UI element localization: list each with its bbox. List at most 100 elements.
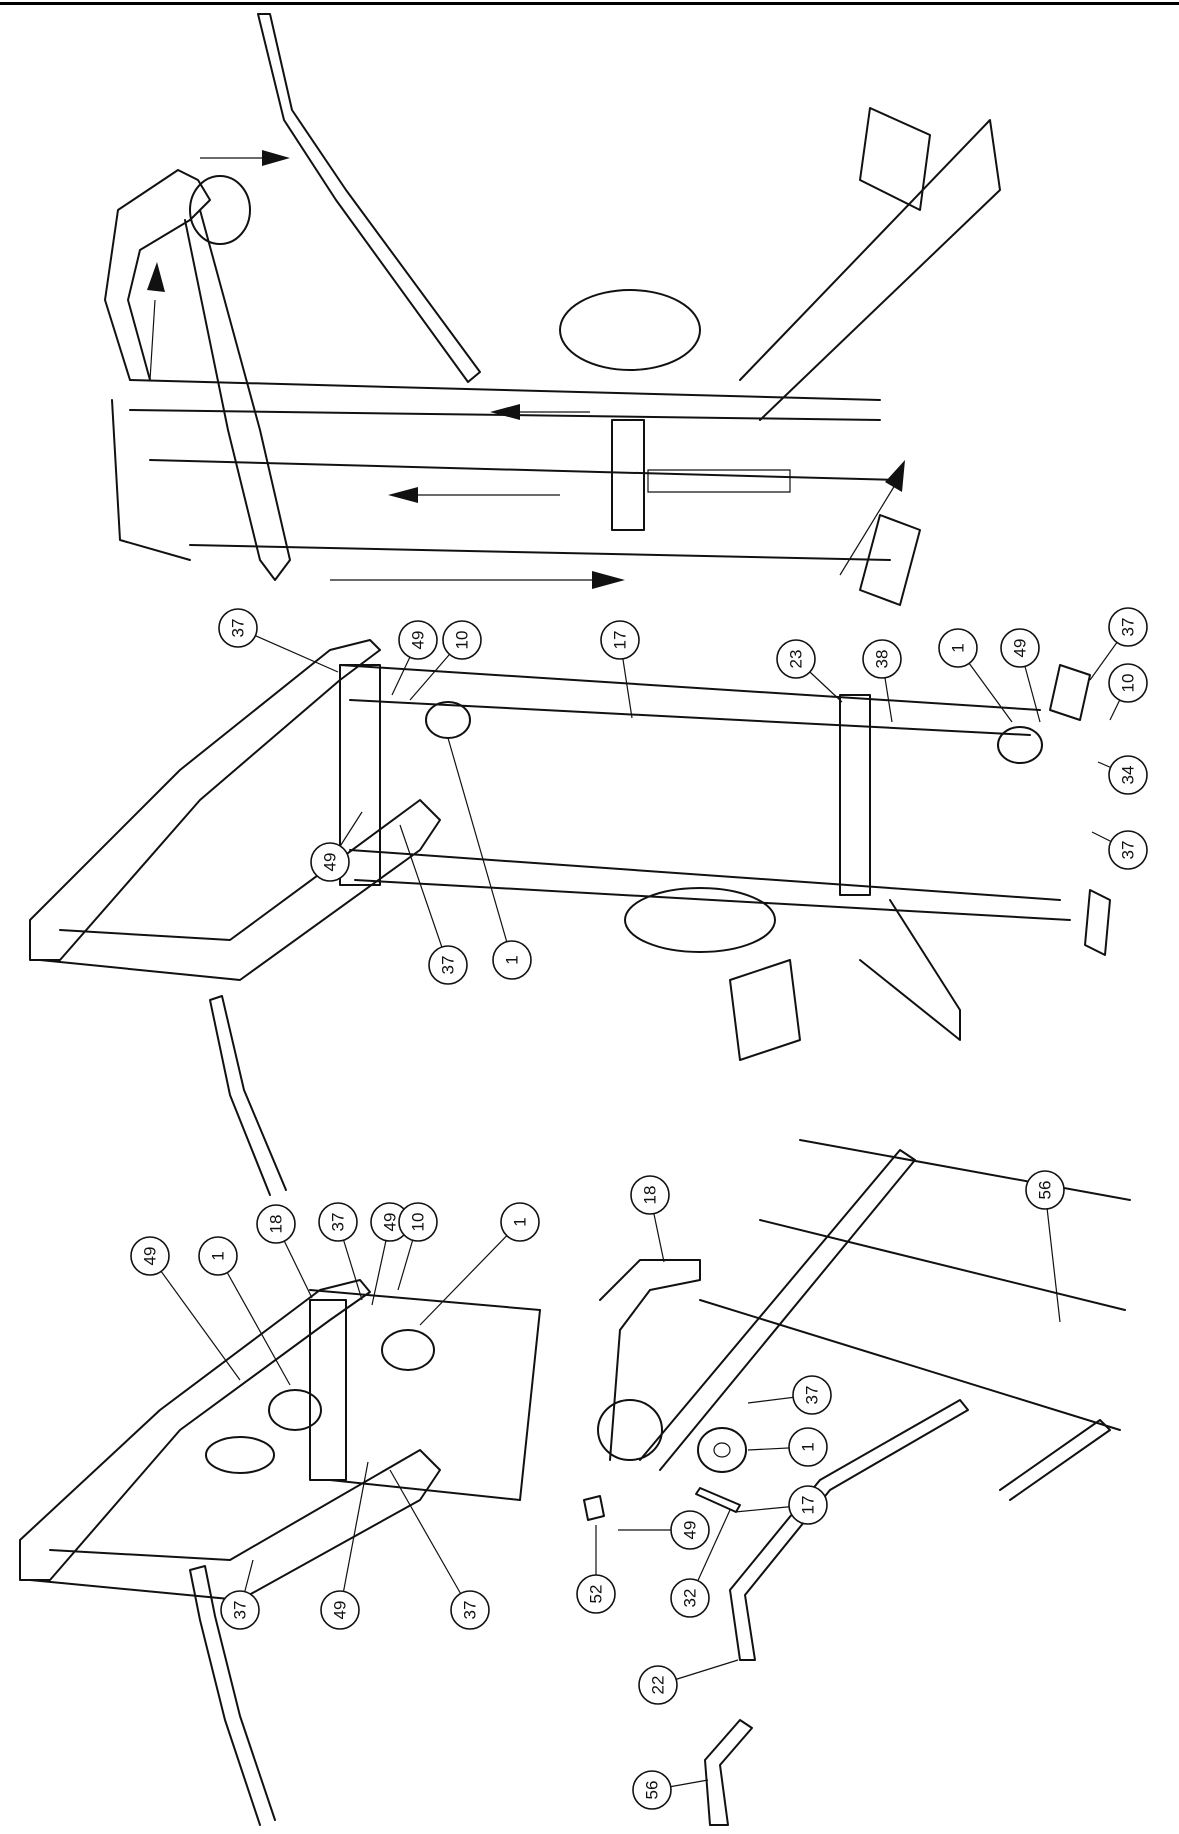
frame2-bottom-rail bbox=[354, 879, 1071, 921]
carriage-block bbox=[611, 419, 645, 531]
callout-bubble bbox=[670, 1578, 710, 1618]
frame3-pulley-plate bbox=[205, 1436, 275, 1474]
top-pulley-plate bbox=[189, 175, 251, 245]
callout-bubble bbox=[788, 1485, 828, 1525]
view-rear-frame-detail bbox=[19, 1279, 541, 1826]
rail-lower bbox=[149, 459, 901, 481]
callout-label: 49 bbox=[381, 1213, 400, 1232]
callout-label: 49 bbox=[409, 631, 428, 650]
callout-bubble bbox=[130, 1236, 170, 1276]
handle-bar bbox=[257, 13, 481, 383]
callout-label: 34 bbox=[1119, 766, 1138, 785]
callout-label: 37 bbox=[1119, 618, 1138, 637]
callout-label: 17 bbox=[799, 1496, 818, 1515]
callout-label: 37 bbox=[231, 1601, 250, 1620]
callout-37: 37 bbox=[389, 1469, 490, 1630]
callout-bubble bbox=[638, 1665, 678, 1705]
callout-bubble bbox=[670, 1510, 710, 1550]
callout-label: 49 bbox=[321, 853, 340, 872]
motion-arrow-right-line bbox=[839, 484, 896, 576]
rear-frame-loop bbox=[104, 169, 211, 381]
callout-leader bbox=[399, 824, 449, 966]
callout-37: 37 bbox=[220, 1559, 260, 1630]
callout-label: 38 bbox=[873, 650, 892, 669]
frame4-pulley-plate bbox=[597, 1399, 663, 1461]
callout-18: 18 bbox=[630, 1175, 670, 1263]
callout-label: 10 bbox=[453, 631, 472, 650]
callout-label: 49 bbox=[141, 1247, 160, 1266]
callout-22: 22 bbox=[638, 1659, 739, 1705]
frame4-cross-bar bbox=[999, 1419, 1111, 1501]
callout-bubble bbox=[576, 1574, 616, 1614]
callout-bubble bbox=[1108, 755, 1148, 795]
frame2-handle bbox=[209, 995, 287, 1196]
frame3-top-rail bbox=[309, 1289, 541, 1311]
rail-bottom bbox=[189, 544, 891, 561]
frame2-bracket bbox=[339, 664, 381, 886]
callout-label: 49 bbox=[1011, 639, 1030, 658]
callout-37: 37 bbox=[1089, 607, 1148, 681]
callout-bubble bbox=[450, 1590, 490, 1630]
callout-bubble bbox=[218, 608, 258, 648]
callout-label: 1 bbox=[209, 1251, 228, 1260]
callout-leader bbox=[389, 1469, 471, 1611]
motion-arrow-lower-head bbox=[388, 487, 418, 503]
callout-label: 37 bbox=[439, 956, 458, 975]
callout-49: 49 bbox=[370, 1202, 410, 1306]
callout-49: 49 bbox=[310, 811, 363, 882]
frame3-right-edge bbox=[519, 1309, 541, 1501]
callout-label: 22 bbox=[649, 1676, 668, 1695]
frame2-rear-plate bbox=[1049, 664, 1091, 721]
frame4-rear-loop bbox=[599, 1259, 701, 1461]
callout-label: 1 bbox=[949, 643, 968, 652]
view-frame-detail bbox=[29, 639, 1111, 1196]
frame4-cable-clip bbox=[695, 1487, 741, 1513]
frame4-pulley-hub bbox=[713, 1442, 731, 1458]
motion-arrow-mid-head bbox=[490, 404, 520, 420]
frame2-lower-loop bbox=[39, 799, 441, 981]
callout-leader bbox=[1044, 1189, 1061, 1323]
frame3-pulley-left bbox=[268, 1389, 322, 1431]
adjust-holes-strip bbox=[647, 469, 791, 493]
motion-arrow-top-head bbox=[262, 150, 290, 166]
rail-front-end bbox=[111, 399, 191, 561]
frame2-pulley-left bbox=[425, 701, 471, 739]
callout-bubble bbox=[1108, 663, 1148, 703]
callout-bubble bbox=[1108, 607, 1148, 647]
rear-foot-plate bbox=[859, 514, 921, 606]
callout-bubble bbox=[1025, 1170, 1065, 1210]
top-border-rule bbox=[0, 2, 1179, 5]
callout-label: 49 bbox=[331, 1601, 350, 1620]
frame3-bracket bbox=[309, 1299, 347, 1481]
frame3-triangle bbox=[19, 1279, 371, 1581]
callout-label: 10 bbox=[409, 1213, 428, 1232]
frame2-foot-plate bbox=[729, 959, 801, 1061]
callout-56: 56 bbox=[632, 1770, 709, 1810]
callout-17: 17 bbox=[734, 1485, 828, 1525]
callout-label: 23 bbox=[787, 650, 806, 669]
seat-plate bbox=[559, 289, 701, 371]
callout-leader bbox=[339, 1461, 369, 1611]
frame3-handle bbox=[189, 1565, 276, 1826]
callout-bubble bbox=[1000, 628, 1040, 668]
callout-label: 37 bbox=[1119, 841, 1138, 860]
frame3-bottom-rail bbox=[329, 1479, 521, 1501]
callout-1: 1 bbox=[447, 737, 532, 980]
callout-18: 18 bbox=[256, 1204, 313, 1299]
callout-49: 49 bbox=[320, 1461, 369, 1630]
callout-49: 49 bbox=[1000, 628, 1041, 723]
callout-17: 17 bbox=[600, 620, 640, 719]
callout-bubble bbox=[428, 945, 468, 985]
frame4-end-cap bbox=[583, 1495, 605, 1521]
callout-label: 37 bbox=[329, 1213, 348, 1232]
callout-bubble bbox=[256, 1204, 296, 1244]
frame4-pulley bbox=[697, 1427, 747, 1473]
view-full-assembly bbox=[104, 13, 1001, 606]
callout-1: 1 bbox=[938, 628, 1013, 723]
callout-bubble bbox=[600, 620, 640, 660]
callout-label: 10 bbox=[1119, 674, 1138, 693]
callout-label: 1 bbox=[511, 1217, 530, 1226]
front-lever-tube bbox=[739, 119, 1001, 421]
